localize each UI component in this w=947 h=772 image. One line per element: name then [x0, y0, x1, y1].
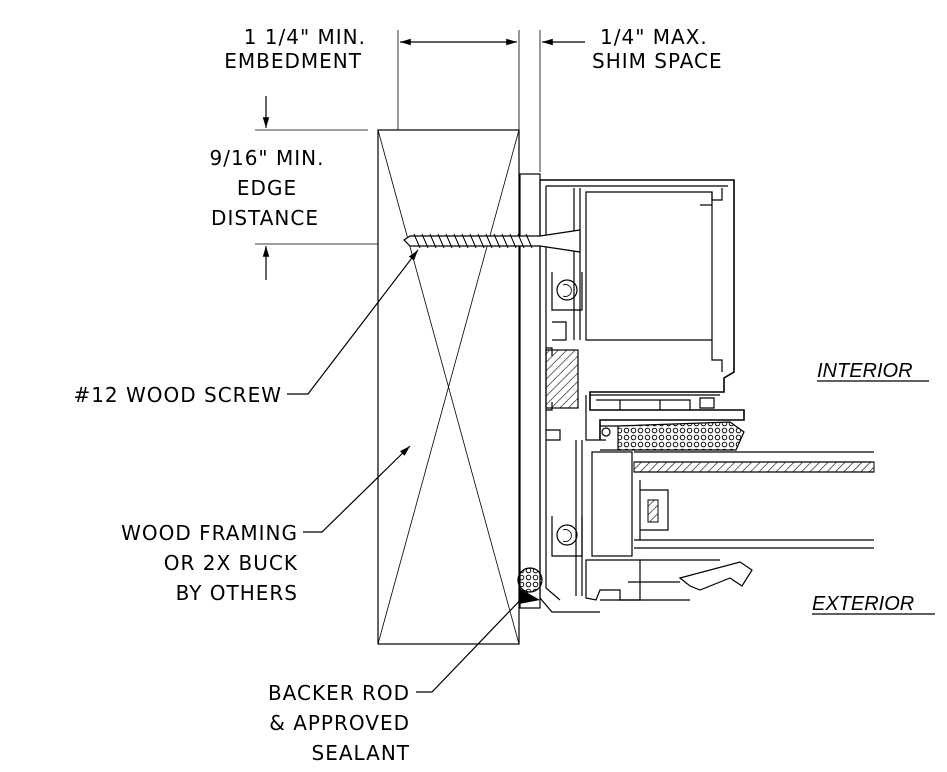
screw-leader — [287, 249, 419, 395]
sealant-label-line1: BACKER ROD — [268, 681, 410, 705]
leader-lines — [287, 249, 529, 693]
embedment-dimension-label: 1 1/4" MIN. EMBEDMENT — [224, 25, 366, 73]
sealant-label-line3: SEALANT — [312, 741, 410, 765]
wood-framing-label: WOOD FRAMING OR 2X BUCK BY OTHERS — [121, 521, 298, 605]
edge-distance-dimension-label: 9/16" MIN. EDGE DISTANCE — [210, 146, 325, 230]
framing-label-line2: OR 2X BUCK — [164, 551, 298, 575]
framing-label-line3: BY OTHERS — [176, 581, 298, 605]
edge-label-line3: DISTANCE — [211, 206, 319, 230]
sealant-label: BACKER ROD & APPROVED SEALANT — [268, 681, 410, 765]
shim-label-line2: SHIM SPACE — [592, 49, 723, 73]
window-frame-extrusion — [539, 179, 753, 613]
interior-label-group: INTERIOR — [817, 360, 929, 382]
shim-space-dimension-label: 1/4" MAX. SHIM SPACE — [592, 25, 723, 73]
shim-space-dimension — [539, 30, 585, 172]
framing-label-line1: WOOD FRAMING — [121, 521, 298, 545]
shim-label-line1: 1/4" MAX. — [600, 25, 708, 49]
exterior-label: EXTERIOR — [812, 593, 914, 615]
sealant-label-line2: & APPROVED — [269, 711, 410, 735]
sealant-leader — [416, 591, 529, 693]
framing-leader — [303, 445, 411, 533]
wood-screw-label: #12 WOOD SCREW — [73, 383, 282, 407]
exterior-label-group: EXTERIOR — [812, 593, 935, 615]
insulated-glass-unit — [633, 451, 875, 549]
wood-framing-buck — [377, 129, 520, 645]
embedment-label-line2: EMBEDMENT — [224, 49, 362, 73]
edge-distance-dimension — [255, 96, 398, 280]
interior-label: INTERIOR — [817, 360, 913, 382]
edge-label-line2: EDGE — [237, 176, 297, 200]
edge-label-line1: 9/16" MIN. — [210, 146, 325, 170]
embedment-label-line1: 1 1/4" MIN. — [244, 25, 366, 49]
wood-screw — [403, 229, 581, 253]
